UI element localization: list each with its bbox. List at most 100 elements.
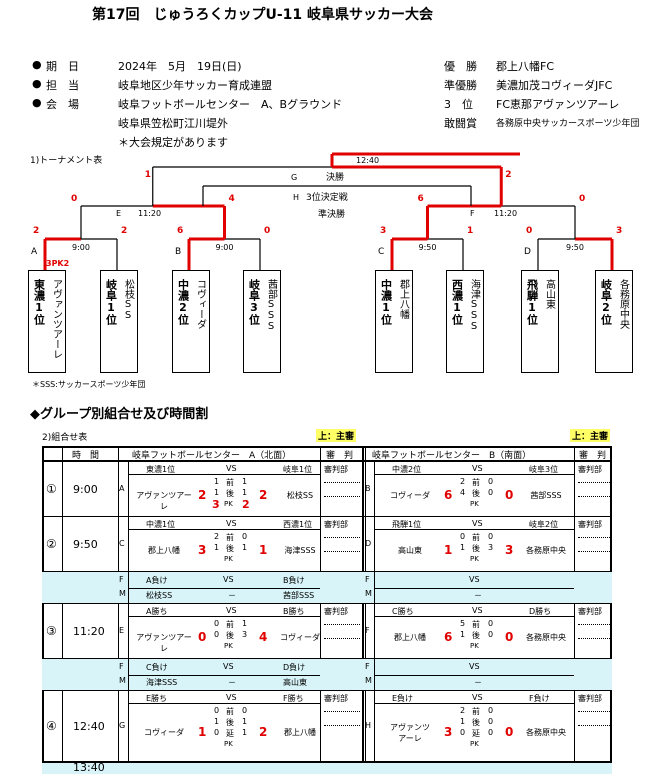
referee-dept: 審判部	[324, 694, 348, 703]
referee-line	[578, 638, 612, 639]
header-ref-a: 審 判	[326, 451, 354, 461]
semi-time: 11:20	[138, 209, 161, 218]
header-time: 時 間	[72, 451, 100, 461]
referee-line	[578, 482, 612, 483]
team-name: 松枝SS	[122, 279, 134, 321]
match-score-b: 4	[259, 629, 268, 644]
match-vs: VS	[472, 693, 483, 702]
fm-team-a-source: C負け	[146, 663, 168, 672]
half-score-a: 1	[214, 477, 220, 486]
match-score-b: 0	[505, 724, 514, 739]
team-name: 各務原中央	[617, 279, 629, 329]
referee-line	[324, 638, 360, 639]
half-score-a: 0	[214, 630, 220, 639]
team-box: 岐阜2位各務原中央	[595, 270, 633, 373]
match-team-a: 郡上八幡	[148, 545, 180, 555]
referee-line	[324, 711, 360, 712]
info-value: 2024年 5月 19日(日)	[118, 60, 242, 73]
qf-time: 9:00	[72, 243, 90, 252]
match-team-a: コヴィーダ	[144, 727, 184, 737]
semi-score: 0	[579, 194, 585, 204]
match-team-b-source: D勝ち	[529, 607, 552, 616]
pk-label: PK	[470, 500, 479, 508]
half-label: 後	[472, 718, 480, 727]
qf-label: B	[175, 247, 181, 257]
team-name: コヴィーダ	[194, 279, 206, 329]
row-line	[128, 529, 320, 530]
qf-label: A	[31, 247, 38, 257]
semi-score: 6	[418, 194, 424, 204]
half-score-b: 3	[488, 543, 494, 552]
row-line	[128, 474, 320, 475]
match-vs: VS	[226, 606, 237, 615]
half-score-a: 1	[460, 543, 466, 552]
result-label: 優 勝	[444, 60, 477, 73]
final-label: G	[291, 173, 297, 182]
final-score: 2	[505, 170, 511, 180]
half-score-a: 1	[460, 717, 466, 726]
row-line	[128, 588, 320, 589]
fm-team-a: 海津SSS	[146, 678, 178, 687]
team-box: 岐阜3位茜部SSS	[243, 270, 281, 373]
half-label: 前	[472, 533, 480, 542]
fm-team-b-source: D負け	[283, 663, 306, 672]
referee-line	[324, 496, 360, 497]
half-label: 後	[472, 631, 480, 640]
half-score-b: 0	[488, 488, 494, 497]
fm-vs: VS	[469, 662, 480, 671]
match-code: G	[119, 720, 126, 730]
match-team-a-source: 中濃1位	[146, 520, 176, 529]
round-number: ③	[46, 623, 57, 638]
half-score-a: 0	[214, 728, 220, 737]
final-title: 決勝	[326, 171, 344, 183]
round-number: ②	[46, 536, 57, 551]
fm-team-b-source: B負け	[283, 576, 305, 585]
round-time: 9:00	[73, 482, 98, 496]
match-code: F	[365, 625, 370, 635]
section-heading: ◆グループ別組合せ及び時間割	[30, 407, 209, 422]
match-team-a: コヴィーダ	[390, 490, 430, 500]
header-venue-a: 岐阜フットボールセンター A（北面）	[132, 451, 292, 461]
qf-time: 9:50	[419, 243, 437, 252]
half-score-a: 0	[460, 532, 466, 541]
fm-team-b: 高山東	[283, 678, 307, 687]
row-line	[128, 703, 320, 704]
match-vs: VS	[226, 464, 237, 473]
col-line	[62, 446, 63, 774]
bracket-heading: 1)トーナメント表	[30, 156, 103, 166]
team-name: 郡上八幡	[397, 279, 409, 319]
chief-referee-tag-a: 上：主審	[316, 429, 357, 442]
team-name: 海津SSS	[468, 279, 480, 332]
referee-line	[324, 482, 360, 483]
referee-line	[324, 624, 360, 625]
qf-score: 0	[264, 226, 270, 236]
referee-dept: 審判部	[578, 520, 602, 529]
team-rank: 岐阜2位	[599, 279, 613, 325]
half-label: 延	[472, 729, 480, 738]
col-line	[128, 462, 129, 517]
col-line	[128, 517, 129, 572]
semi-time: 11:20	[494, 209, 517, 218]
half-score-b: 1	[242, 619, 248, 628]
half-label: 前	[226, 620, 234, 629]
match-team-a-source: 飛騨1位	[392, 520, 422, 529]
match-team-b-source: 岐阜1位	[283, 465, 313, 474]
col-line	[374, 517, 375, 572]
match-team-a-source: A勝ち	[146, 607, 168, 616]
half-score-a: 1	[214, 488, 220, 497]
col-line	[374, 691, 375, 762]
referee-dept: 審判部	[324, 520, 348, 529]
semi-title: 準決勝	[318, 208, 345, 220]
match-score-a: 0	[198, 629, 207, 644]
qf-score: 0	[526, 226, 532, 236]
half-label: 前	[472, 478, 480, 487]
result-value: 各務原中央サッカースポーツ少年団	[496, 119, 640, 129]
row-line	[374, 474, 574, 475]
match-code: A	[119, 483, 125, 493]
match-team-b-source: B勝ち	[283, 607, 305, 616]
half-label: 後	[226, 544, 234, 553]
qf-time: 9:50	[566, 243, 584, 252]
half-score-b: 0	[488, 717, 494, 726]
row-line	[374, 675, 574, 676]
referee-line	[578, 624, 612, 625]
